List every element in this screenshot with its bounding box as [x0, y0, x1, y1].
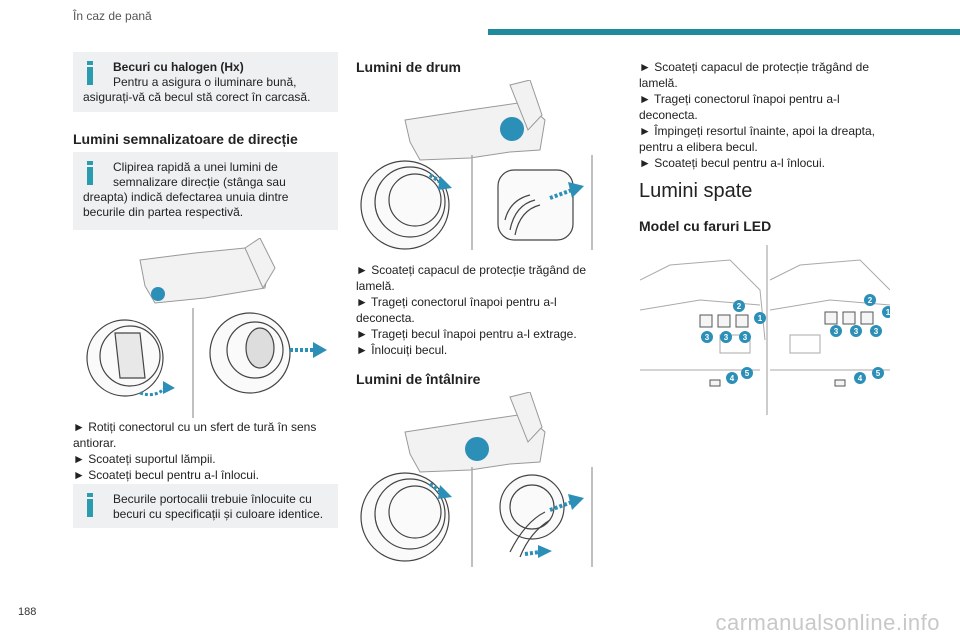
callout-right-3b: 3: [854, 327, 859, 336]
info-icon: [87, 493, 93, 517]
header-accent-bar: [488, 29, 960, 35]
page-number: 188: [18, 606, 37, 618]
heading-signal: Lumini semnalizatoare de direcție: [73, 131, 298, 147]
callout-left-3a: 3: [705, 333, 710, 342]
step-line: ► Rotiți conectorul cu un sfert de tură …: [73, 420, 317, 434]
callout-right-1: 1: [886, 308, 890, 317]
watermark: carmanualsonline.info: [715, 610, 940, 635]
figure-low-beam: [360, 392, 593, 567]
steps-drum: ► Scoateți capacul de protecție trăgând …: [356, 262, 586, 358]
heading-intalnire: Lumini de întâlnire: [356, 371, 481, 387]
step-line: antiorar.: [73, 436, 117, 450]
step-line: ► Trageți conectorul înapoi pentru a-l: [356, 295, 557, 309]
note-orange: Becurile portocalii trebuie înlocuite cu…: [73, 484, 338, 528]
callout-left-3b: 3: [724, 333, 729, 342]
step-line: lamelă.: [639, 76, 678, 90]
steps-signal: ► Rotiți conectorul cu un sfert de tură …: [73, 419, 316, 483]
step-line: ► Scoateți capacul de protecție trăgând …: [356, 263, 587, 277]
note-signal-line3: dreapta) indică defectarea unuia dintre: [83, 190, 289, 204]
step-line: ► Scoateți suportul lămpii.: [73, 452, 216, 466]
note-halogen-line2: asigurați-vă că becul stă corect în carc…: [83, 90, 311, 104]
step-line: ► Înlocuiți becul.: [356, 343, 448, 357]
info-icon: [87, 161, 93, 185]
step-line: deconecta.: [639, 108, 698, 122]
note-signal-line1: Clipirea rapidă a unei lumini de: [113, 160, 278, 174]
callout-left-5: 5: [745, 369, 750, 378]
figure-rear-lights: 2 1 3 3 3 4 5 2 1 3 3 3 4 5: [640, 245, 890, 415]
figure-signal-bulb: [86, 238, 327, 418]
callout-right-3a: 3: [834, 327, 839, 336]
callout-left-2: 2: [737, 302, 742, 311]
note-halogen-title: Becuri cu halogen (Hx): [113, 60, 244, 74]
note-signal: Clipirea rapidă a unei lumini de semnali…: [73, 152, 338, 230]
step-line: ► Scoateți becul pentru a-l înlocui.: [73, 468, 259, 482]
note-signal-line4: becurile din partea respectivă.: [83, 205, 244, 219]
callout-right-3c: 3: [874, 327, 879, 336]
heading-drum: Lumini de drum: [356, 59, 461, 75]
note-orange-line1: Becurile portocalii trebuie înlocuite cu: [113, 492, 312, 506]
callout-right-5: 5: [876, 369, 881, 378]
heading-spate: Lumini spate: [639, 180, 753, 202]
info-icon: [87, 61, 93, 85]
step-line: lamelă.: [356, 279, 395, 293]
step-line: ► Împingeți resortul înainte, apoi la dr…: [639, 124, 876, 138]
page-header-title: În caz de pană: [73, 9, 152, 23]
note-signal-line2: semnalizare direcție (stânga sau: [113, 175, 286, 189]
step-line: ► Scoateți becul pentru a-l înlocui.: [639, 156, 825, 170]
note-halogen-line1: Pentru a asigura o iluminare bună,: [113, 75, 297, 89]
callout-left-4: 4: [730, 374, 735, 383]
note-halogen: Becuri cu halogen (Hx) Pentru a asigura …: [73, 52, 338, 112]
figure-high-beam: [360, 80, 593, 250]
callout-left-1: 1: [758, 314, 763, 323]
step-line: pentru a elibera becul.: [639, 140, 758, 154]
callout-right-4: 4: [858, 374, 863, 383]
callout-right-2: 2: [868, 296, 873, 305]
note-orange-line2: becuri cu specificații și culoare identi…: [113, 507, 324, 521]
step-line: ► Scoateți capacul de protecție trăgând …: [639, 60, 870, 74]
callout-left-3c: 3: [743, 333, 748, 342]
step-line: deconecta.: [356, 311, 415, 325]
step-line: ► Trageți becul înapoi pentru a-l extrag…: [356, 327, 577, 341]
steps-col3: ► Scoateți capacul de protecție trăgând …: [639, 59, 875, 171]
step-line: ► Trageți conectorul înapoi pentru a-l: [639, 92, 840, 106]
heading-led: Model cu faruri LED: [639, 218, 772, 234]
